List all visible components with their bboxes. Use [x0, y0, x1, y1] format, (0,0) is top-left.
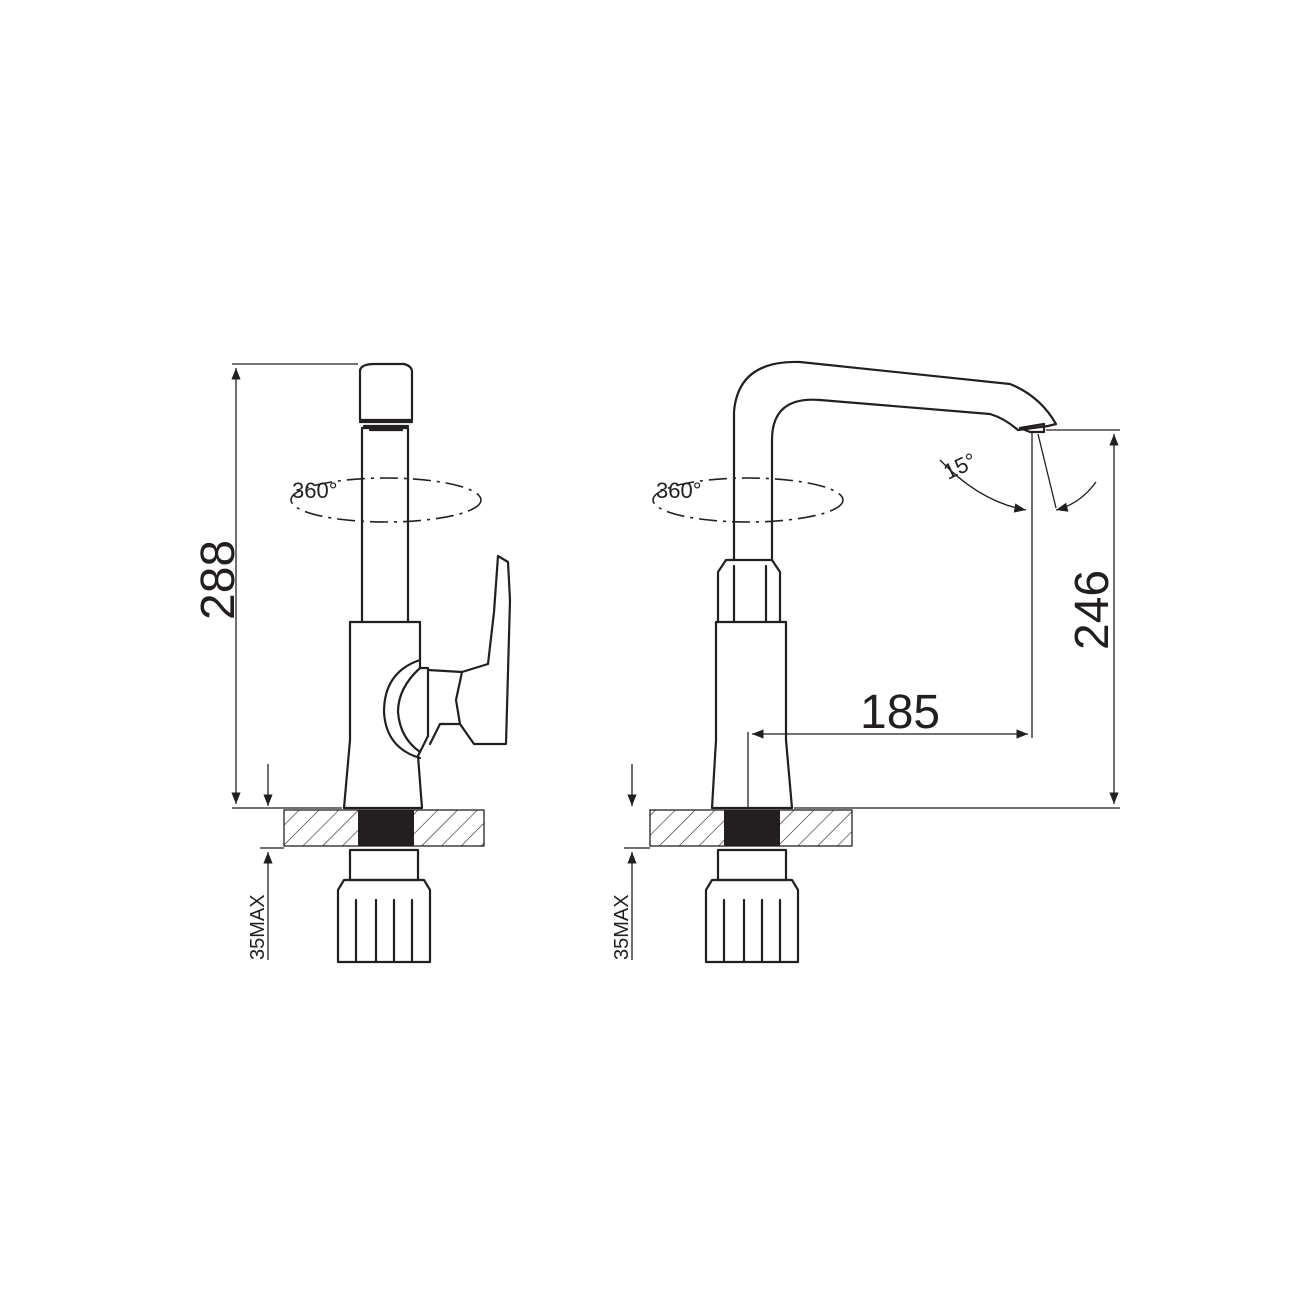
side-deck-label: 35MAX: [247, 894, 269, 960]
front-rotation-label: 360°: [656, 478, 702, 503]
front-deck-dimension: 35MAX: [611, 764, 650, 960]
side-rotation-label: 360°: [292, 478, 338, 503]
front-spout: [732, 360, 1058, 562]
side-spout-column: [360, 426, 410, 624]
side-lever-handle: [426, 554, 512, 746]
side-aerator-head: [358, 362, 414, 432]
side-cartridge-dome: [382, 658, 422, 760]
front-spout-height-dimension: 246: [794, 429, 1120, 809]
side-rotation-ellipse: [290, 477, 482, 523]
side-height-label: 288: [192, 540, 245, 620]
front-faucet-body: [710, 620, 794, 810]
side-hose-connector: [336, 848, 432, 964]
front-threaded-shank: [724, 810, 780, 846]
front-reach-label: 185: [860, 686, 940, 739]
front-spout-height-label: 246: [1066, 570, 1119, 650]
side-countertop-section: [283, 809, 485, 847]
side-faucet-body: [342, 620, 430, 810]
side-view: 360° 288 35MAX: [192, 362, 512, 964]
side-deck-dimension: 35MAX: [247, 764, 284, 960]
front-rotation-ellipse: [652, 477, 844, 523]
front-hose-connector: [704, 848, 800, 964]
front-angle-label: 15°: [940, 448, 981, 485]
front-countertop-section: [649, 809, 853, 847]
front-angle-dimension: 15°: [939, 433, 1097, 513]
front-cartridge-collar: [716, 558, 782, 624]
front-deck-label: 35MAX: [611, 894, 633, 960]
side-threaded-shank: [358, 810, 414, 846]
side-height-dimension: 288: [192, 363, 358, 809]
front-view: 360° 185 246 15°: [611, 360, 1120, 964]
front-reach-dimension: 185: [747, 432, 1033, 808]
